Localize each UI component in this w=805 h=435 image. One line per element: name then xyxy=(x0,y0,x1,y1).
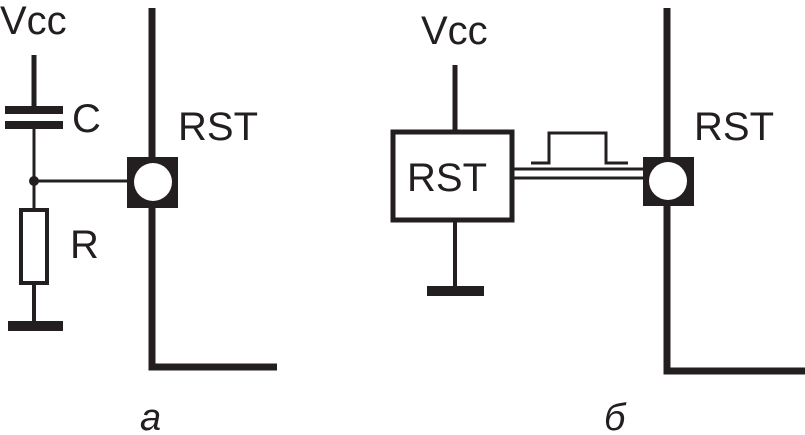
ground-symbol-b xyxy=(427,286,484,296)
reset-pulse-icon xyxy=(531,131,628,165)
diagram-b: Vcc RST RST б xyxy=(390,8,805,435)
ground-symbol-a xyxy=(8,321,63,331)
reset-generator-block xyxy=(390,129,515,223)
rst-pin-label-b: RST xyxy=(694,105,774,149)
rst-pin-a xyxy=(127,157,178,208)
chip-outline-b xyxy=(663,8,805,375)
vcc-label-b: Vcc xyxy=(421,9,488,53)
caption-a: а xyxy=(140,397,161,435)
resistor-symbol xyxy=(19,208,49,285)
capacitor-label: C xyxy=(72,97,101,141)
vcc-label-a: Vcc xyxy=(0,0,67,43)
caption-b: б xyxy=(604,397,627,435)
diagram-a: Vcc C R RST а xyxy=(0,0,277,435)
resistor-label: R xyxy=(70,223,99,267)
chip-outline-a xyxy=(148,8,277,371)
capacitor-symbol xyxy=(5,106,63,129)
rst-pin-label-a: RST xyxy=(178,105,258,149)
rst-pin-b xyxy=(643,157,694,206)
reset-generator-label: RST xyxy=(407,156,487,200)
